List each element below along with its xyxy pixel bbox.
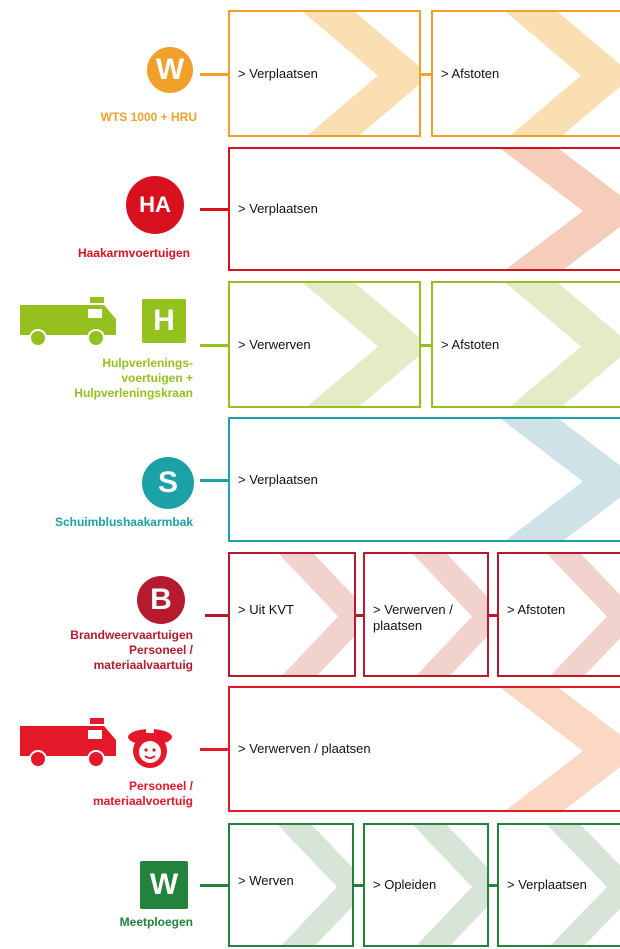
step-box: > Afstoten (497, 552, 620, 677)
chevron-arrow-icon (413, 554, 487, 675)
step-box: > Uit KVT (228, 552, 356, 677)
connector-line (200, 748, 228, 751)
step-label: > Verplaatsen (507, 877, 587, 892)
truck-icon (20, 297, 116, 347)
step-label: > Afstoten (441, 65, 500, 81)
step-connector (354, 884, 363, 887)
badge-icon-meetploegen: W (140, 861, 188, 909)
chevron-arrow-icon (547, 825, 620, 945)
badge-icon-haakarm: HA (126, 176, 184, 234)
chevron-arrow-icon (413, 825, 487, 945)
connector-line (200, 884, 228, 887)
step-label: > Verplaatsen (238, 471, 318, 487)
step-label: > Verplaatsen (238, 201, 318, 216)
step-label: > Verwerven / plaatsen (373, 602, 453, 633)
step-label: > Afstoten (507, 602, 566, 617)
chevron-arrow-icon (506, 283, 620, 406)
category-label: WTS 1000 + HRU (100, 110, 197, 124)
connector-line (200, 343, 228, 347)
category-label: Schuimblushaakarmbak (54, 515, 193, 529)
step-box: > Werven (228, 823, 354, 947)
chevron-arrow-icon (279, 554, 354, 675)
step-connector (356, 613, 363, 617)
badge-icon-brandweervaartuigen: B (137, 576, 185, 624)
connector-line (200, 72, 228, 76)
category-label: Meetploegen (119, 915, 193, 929)
step-box: > Afstoten (431, 10, 620, 137)
step-label: > Verwerven / plaatsen (238, 741, 371, 756)
step-box: > Verplaatsen (228, 147, 620, 271)
step-box: > Opleiden (363, 823, 489, 947)
category-label: Personeel / materiaalvoertuig (92, 779, 193, 808)
chevron-arrow-icon (501, 688, 620, 810)
step-connector (421, 343, 431, 347)
category-label: Brandweervaartuigen Personeel / materiaa… (70, 628, 193, 672)
step-label: > Werven (238, 873, 294, 888)
step-box: > Verwerven / plaatsen (363, 552, 489, 677)
chevron-arrow-icon (278, 825, 352, 945)
category-label: Hulpverlenings- voertuigen + Hulpverleni… (74, 356, 193, 400)
chevron-arrow-icon (501, 149, 620, 269)
connector-line (200, 208, 228, 211)
chevron-arrow-icon (501, 419, 620, 540)
badge-icon-schuim: S (142, 457, 194, 509)
step-box: > Verplaatsen (228, 417, 620, 542)
step-connector (489, 884, 497, 887)
step-box: > Verplaatsen (497, 823, 620, 947)
badge-icon-wts: W (147, 47, 193, 93)
step-label: > Afstoten (441, 336, 500, 352)
connector-line (200, 478, 228, 482)
step-box: > Verplaatsen (228, 10, 421, 137)
category-label: Haakarmvoertuigen (77, 246, 190, 260)
step-connector (421, 72, 431, 76)
chevron-arrow-icon (303, 12, 419, 135)
chevron-arrow-icon (506, 12, 620, 135)
step-label: > Opleiden (373, 877, 437, 892)
badge-icon-hulpverlening: H (142, 299, 186, 343)
step-box: > Verwerven / plaatsen (228, 686, 620, 812)
step-label: > Verplaatsen (238, 65, 318, 81)
step-label: > Uit KVT (238, 602, 294, 617)
step-box: > Afstoten (431, 281, 620, 408)
step-label: > Verwerven (238, 336, 311, 352)
fire-truck-icon (20, 718, 116, 768)
chevron-arrow-icon (303, 283, 419, 406)
step-connector (489, 613, 497, 617)
connector-line (205, 613, 228, 617)
chevron-arrow-icon (547, 554, 620, 675)
step-box: > Verwerven (228, 281, 421, 408)
firefighter-icon (128, 727, 172, 768)
